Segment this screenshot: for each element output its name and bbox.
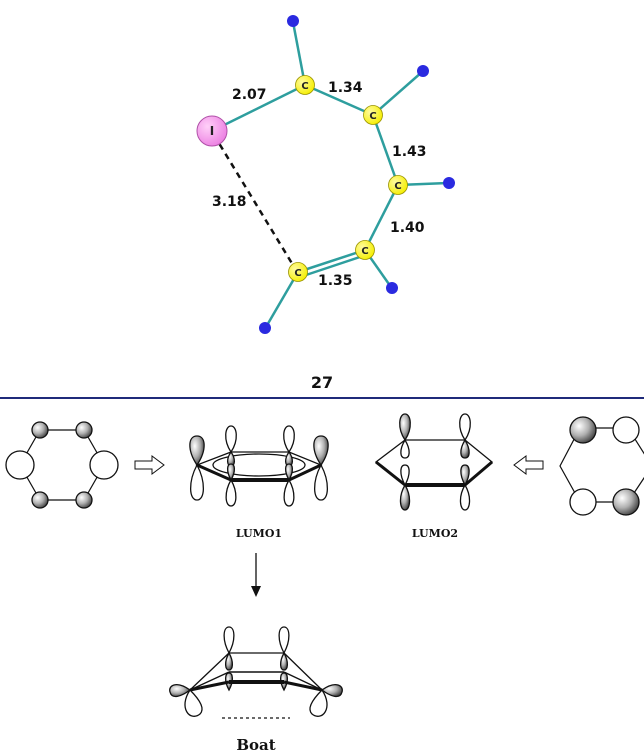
bond-c4-c5-double xyxy=(299,253,367,279)
bond-c4-c5 xyxy=(297,248,366,274)
bond-c2-c3 xyxy=(371,114,400,186)
hydrogen-atom xyxy=(386,282,398,294)
lumo2-label: LUMO2 xyxy=(412,527,458,540)
orbital-lobe xyxy=(612,416,640,444)
boat-diagram xyxy=(169,626,343,719)
carbon-symbol: C xyxy=(301,81,308,92)
carbon-atom-c2 xyxy=(363,105,383,125)
bond-length-i-c5: 3.18 xyxy=(212,194,247,210)
bond-c3-c4 xyxy=(363,184,400,251)
orbital-diagrams xyxy=(5,413,644,719)
bond-length-labels: 2.07 1.34 1.43 1.40 1.35 3.18 xyxy=(212,80,427,289)
orbital-lobe xyxy=(31,491,49,509)
skeleton-bonds xyxy=(211,83,400,279)
carbon-symbol: C xyxy=(361,246,368,257)
carbon-atom-c4 xyxy=(355,240,375,260)
orbital-lobe xyxy=(569,416,597,444)
bond-c1-c2 xyxy=(304,83,374,117)
boat-label: Boat xyxy=(236,736,275,754)
lumo1-diagram xyxy=(189,425,329,507)
carbon-symbol: C xyxy=(369,111,376,122)
carbon-symbol: C xyxy=(394,181,401,192)
iodine-atom xyxy=(196,115,228,147)
carbon-atoms: C C C C C xyxy=(288,75,408,282)
open-arrow-left xyxy=(513,455,544,475)
carbon-atom-c3 xyxy=(388,175,408,195)
bond-length-c1-c2: 1.34 xyxy=(328,80,363,96)
hydrogen-atom xyxy=(443,177,455,189)
bond-length-c4-c5: 1.35 xyxy=(318,273,353,289)
carbon-atom-c5 xyxy=(288,262,308,282)
carbon-atom-c1 xyxy=(295,75,315,95)
hydrogen-atom xyxy=(287,15,299,27)
orbital-lobe xyxy=(75,491,93,509)
molecule-27: I C C C C C 2.07 1.34 1.43 1.40 1.35 3.1… xyxy=(196,15,455,392)
bond-length-c2-c3: 1.43 xyxy=(392,144,427,160)
lumo2-diagram xyxy=(374,413,494,511)
open-arrow-right xyxy=(134,455,165,475)
dashed-i-c5-contact xyxy=(212,134,298,271)
bond-length-c3-c4: 1.40 xyxy=(390,220,425,236)
orbital-lobe xyxy=(75,421,93,439)
hydrogen-atom xyxy=(259,322,271,334)
carbon-symbol: C xyxy=(294,268,301,279)
orbital-lobe xyxy=(5,450,35,480)
hydrogen-atom xyxy=(417,65,429,77)
bond-i-c1 xyxy=(211,83,306,133)
orbital-lobe xyxy=(31,421,49,439)
orbital-lobe xyxy=(569,488,597,516)
bond-length-i-c1: 2.07 xyxy=(232,87,267,103)
bond-c5-h xyxy=(264,271,300,328)
bond-c1-h xyxy=(291,21,307,86)
orbital-lobe xyxy=(612,488,640,516)
bond-c2-h xyxy=(372,71,423,116)
lumo1-label: LUMO1 xyxy=(236,527,282,540)
hydrogen-atoms xyxy=(259,15,455,334)
orbital-lobe xyxy=(89,450,119,480)
iodine-symbol: I xyxy=(210,124,214,138)
left-hexagon-orbitals xyxy=(5,421,119,509)
compound-number: 27 xyxy=(311,373,333,392)
right-hexagon-orbitals xyxy=(559,416,644,516)
down-arrow xyxy=(251,553,261,597)
